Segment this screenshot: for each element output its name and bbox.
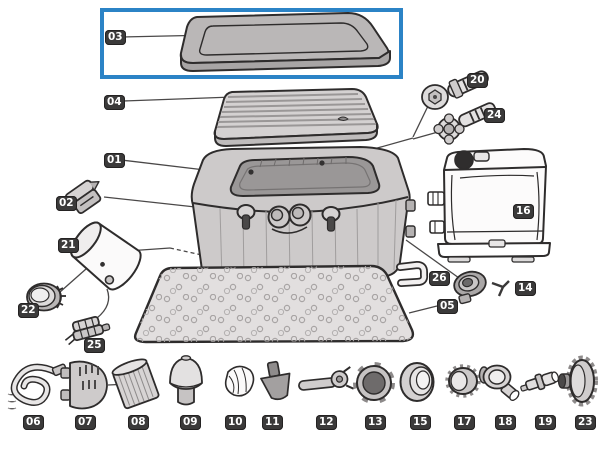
part-14-jet-graphic[interactable] xyxy=(452,268,510,305)
part-06-hose-graphic[interactable] xyxy=(10,363,68,406)
rim-strap-stud xyxy=(319,160,325,166)
part-01-spa-tub-graphic[interactable] xyxy=(190,146,416,283)
part-12-wrench-graphic[interactable] xyxy=(298,366,354,395)
part-11-funnel-graphic[interactable] xyxy=(259,360,294,402)
part-label-04[interactable]: 04 xyxy=(104,95,125,110)
part-26-u-tube-graphic[interactable] xyxy=(396,261,429,287)
part-18-elbow-graphic[interactable] xyxy=(478,364,521,402)
part-label-02[interactable]: 02 xyxy=(56,196,77,211)
part-label-18[interactable]: 18 xyxy=(495,415,516,430)
part-label-17[interactable]: 17 xyxy=(454,415,475,430)
part-label-13[interactable]: 13 xyxy=(365,415,386,430)
part-24-valve-graphic[interactable] xyxy=(433,102,497,145)
part-04-bladder-graphic[interactable] xyxy=(213,88,379,147)
tub-side-port xyxy=(405,199,416,212)
part-07-filter-housing-graphic[interactable] xyxy=(60,360,108,410)
part-13-ring-nut-graphic[interactable] xyxy=(353,362,395,404)
part-16-pump-graphic[interactable] xyxy=(427,148,551,263)
tub-air-valve-left xyxy=(236,204,256,230)
rim-strap-stud xyxy=(248,169,254,175)
part-label-24[interactable]: 24 xyxy=(484,108,505,123)
part-25-clip-graphic[interactable] xyxy=(62,314,112,346)
tub-side-port xyxy=(405,225,416,238)
part-label-25[interactable]: 25 xyxy=(84,338,105,353)
part-label-20[interactable]: 20 xyxy=(467,73,488,88)
part-label-01[interactable]: 01 xyxy=(104,153,125,168)
part-23-ribbed-cap-graphic[interactable] xyxy=(557,355,598,407)
part-09-chemical-float-graphic[interactable] xyxy=(169,355,203,406)
part-label-05[interactable]: 05 xyxy=(437,299,458,314)
part-label-03[interactable]: 03 xyxy=(105,30,126,45)
part-15-grommet-graphic[interactable] xyxy=(399,362,435,402)
part-label-19[interactable]: 19 xyxy=(535,415,556,430)
highlight-box xyxy=(100,8,403,79)
part-label-08[interactable]: 08 xyxy=(128,415,149,430)
jet-clip xyxy=(491,280,510,297)
part-label-06[interactable]: 06 xyxy=(23,415,44,430)
part-label-11[interactable]: 11 xyxy=(262,415,283,430)
part-21-cylinder-graphic[interactable] xyxy=(64,216,146,295)
part-label-26[interactable]: 26 xyxy=(429,271,450,286)
part-label-10[interactable]: 10 xyxy=(225,415,246,430)
part-05-ground-mat-graphic[interactable] xyxy=(133,264,415,344)
part-label-09[interactable]: 09 xyxy=(180,415,201,430)
part-03-top-cover-graphic[interactable] xyxy=(179,12,391,72)
tub-air-valve-right xyxy=(321,206,341,232)
part-08-filter-cartridge-graphic[interactable] xyxy=(111,356,160,410)
part-label-07[interactable]: 07 xyxy=(75,415,96,430)
part-label-16[interactable]: 16 xyxy=(513,204,534,219)
part-label-23[interactable]: 23 xyxy=(575,415,596,430)
part-17-locking-nut-graphic[interactable] xyxy=(445,364,481,398)
part-10-cap-net-graphic[interactable] xyxy=(224,365,255,397)
part-19-valve-stem-graphic[interactable] xyxy=(519,369,561,395)
tub-hose-couplings xyxy=(267,203,312,234)
logo-mark xyxy=(337,116,349,121)
part-label-15[interactable]: 15 xyxy=(410,415,431,430)
part-label-12[interactable]: 12 xyxy=(316,415,337,430)
part-label-22[interactable]: 22 xyxy=(18,303,39,318)
part-label-14[interactable]: 14 xyxy=(515,281,536,296)
part-label-21[interactable]: 21 xyxy=(58,238,79,253)
